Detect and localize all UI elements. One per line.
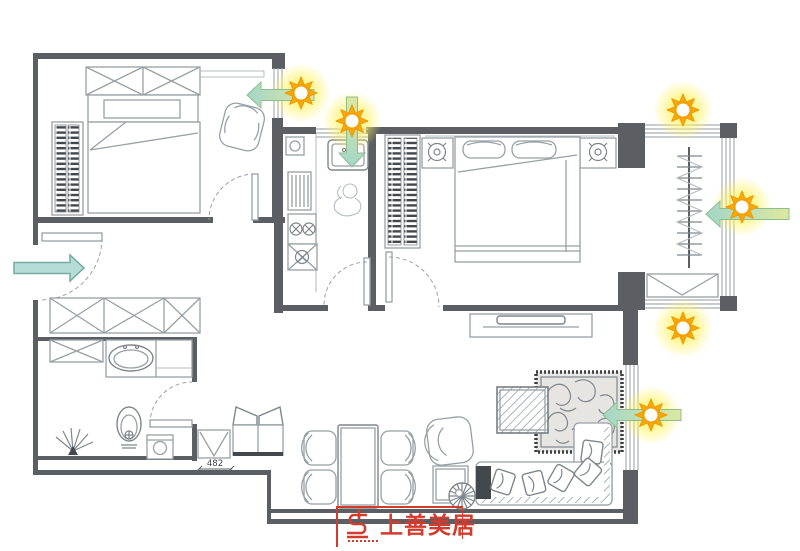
tv-cabinet: [469, 313, 593, 338]
brand-text: 上善美居: [380, 513, 476, 539]
drying-rack: [675, 147, 704, 268]
sun-balcony-bottom: [653, 298, 713, 358]
room-bathroom: [49, 339, 193, 460]
radiator-shelf: [51, 121, 84, 216]
logo-frame-right: [461, 506, 463, 539]
dining-table: [337, 424, 379, 509]
kitchen-door: [323, 257, 371, 306]
stove: [287, 213, 318, 271]
nightstand-left: [421, 137, 454, 169]
dining-area: 482: [196, 406, 416, 509]
hall-wardrobe: [49, 297, 201, 334]
shoe-cabinet: [232, 406, 284, 456]
entry-arrow: [13, 253, 86, 283]
armchair: [218, 102, 266, 152]
dimension-482: 482: [196, 459, 235, 472]
sun-bedroom1-window: [246, 63, 331, 123]
walls: [33, 53, 737, 524]
room-bedroom-2: [384, 134, 617, 263]
sun-balcony-top: [653, 80, 713, 140]
nightstand-right: [579, 137, 617, 169]
logo-s-icon: [347, 509, 368, 539]
vanity-sink: [105, 339, 193, 378]
dining-chair: [380, 469, 416, 505]
dining-chair: [301, 430, 337, 466]
armchair: [424, 416, 474, 466]
sofa: [475, 422, 613, 506]
wardrobe: [384, 134, 421, 249]
person-sketch: [333, 183, 362, 217]
room-bedroom-1: [51, 66, 266, 216]
bed: [87, 94, 201, 214]
dining-chair: [301, 469, 337, 505]
living-room: [424, 313, 624, 510]
brand-logo: 上善美居: [336, 506, 475, 547]
bedroom1-door: [208, 173, 259, 221]
balcony: [646, 147, 719, 298]
bathroom-door: [149, 381, 193, 428]
logo-frame-left: [336, 506, 338, 547]
shower-drain: [55, 427, 94, 455]
bed: [454, 136, 581, 263]
counter-vent: [285, 136, 305, 156]
sofa-pillow: [520, 469, 548, 497]
logo-frame-top: [336, 506, 463, 508]
window-sill-panel: [646, 273, 719, 298]
drain-rack: [287, 171, 312, 211]
hallway: [49, 297, 201, 334]
bedroom2-door: [385, 251, 440, 308]
hamper-box: [197, 429, 231, 459]
wardrobe: [85, 66, 265, 96]
dimension-label: 482: [207, 459, 223, 469]
storage-box: [49, 339, 104, 363]
dining-chair: [380, 430, 416, 466]
toilet: [116, 406, 142, 449]
logo-dots: [348, 540, 378, 542]
washing-machine: [146, 434, 174, 460]
coffee-table: [496, 386, 549, 434]
light-annotations: [13, 63, 790, 445]
sun-kitchen-window: [322, 91, 382, 168]
sun-living-window: [602, 385, 682, 445]
sun-balcony-right: [705, 177, 790, 237]
